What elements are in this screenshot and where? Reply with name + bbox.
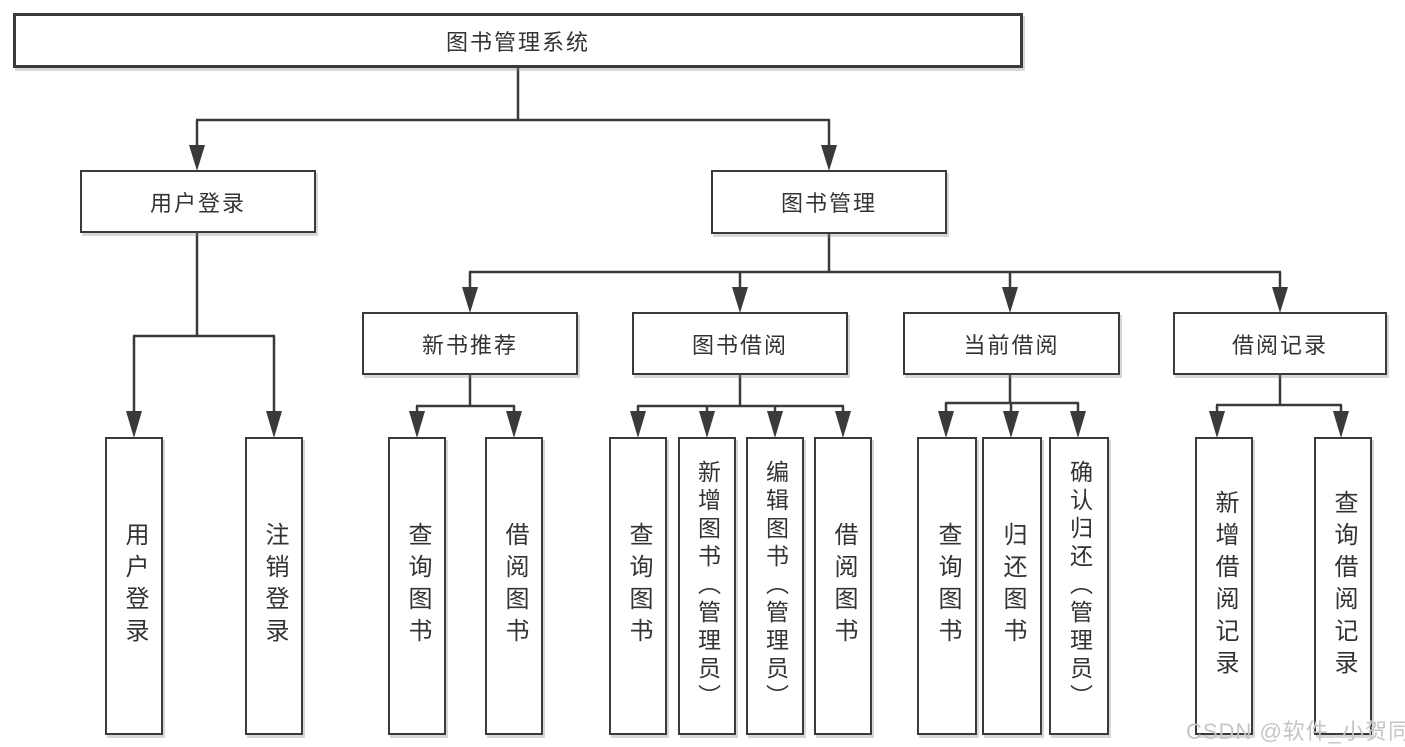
leaf-logout: 注销登录 — [245, 437, 303, 735]
leaf-edit-book-admin: 编辑图书（管理员） — [746, 437, 804, 735]
leaf-label: 注销登录 — [261, 522, 288, 650]
node-book-management: 图书管理 — [711, 170, 947, 234]
leaf-label: 查询图书 — [404, 522, 431, 650]
node-label: 当前借阅 — [963, 332, 1060, 358]
leaf-confirm-return-admin: 确认归还（管理员） — [1049, 437, 1109, 735]
connector-root — [189, 68, 837, 171]
leaf-query-borrow-record: 查询借阅记录 — [1314, 437, 1372, 735]
leaf-label: 借阅图书 — [501, 522, 528, 650]
node-label: 图书管理 — [780, 191, 877, 216]
node-label: 新书推荐 — [421, 332, 518, 358]
node-current-borrow: 当前借阅 — [903, 312, 1120, 375]
connector-book-borrow — [630, 375, 851, 438]
node-label: 图书借阅 — [691, 332, 788, 358]
leaf-add-book-admin: 新增图书（管理员） — [678, 437, 736, 735]
leaf-label: 新增借阅记录 — [1211, 490, 1238, 682]
node-borrow-records: 借阅记录 — [1173, 312, 1387, 375]
leaf-query-books-borrow: 查询图书 — [609, 437, 667, 735]
connector-book-mgmt — [462, 234, 1288, 313]
leaf-add-borrow-record: 新增借阅记录 — [1195, 437, 1253, 735]
leaf-label: 归还图书 — [999, 522, 1026, 650]
node-label: 借阅记录 — [1231, 332, 1328, 358]
node-label: 图书管理系统 — [445, 29, 590, 55]
leaf-label: 用户登录 — [121, 522, 148, 650]
leaf-borrow-books-recommend: 借阅图书 — [485, 437, 543, 735]
node-new-book-recommend: 新书推荐 — [362, 312, 578, 375]
leaf-return-books: 归还图书 — [982, 437, 1042, 735]
node-label: 用户登录 — [149, 190, 246, 216]
leaf-borrow-books: 借阅图书 — [814, 437, 872, 735]
leaf-label: 查询图书 — [934, 522, 961, 650]
node-book-borrow: 图书借阅 — [632, 312, 848, 375]
leaf-label: 确认归还（管理员） — [1066, 460, 1093, 712]
connector-borrow-records — [1209, 375, 1349, 438]
leaf-query-books-current: 查询图书 — [917, 437, 977, 735]
node-user-login: 用户登录 — [80, 170, 316, 233]
leaf-label: 借阅图书 — [830, 522, 857, 650]
node-library-management-system: 图书管理系统 — [13, 13, 1023, 68]
connector-new-book — [409, 375, 522, 438]
leaf-label: 查询图书 — [625, 522, 652, 650]
leaf-label: 编辑图书（管理员） — [762, 460, 789, 712]
connector-user-login — [126, 233, 282, 438]
leaf-label: 查询借阅记录 — [1330, 490, 1357, 682]
connector-current-borrow — [938, 375, 1086, 438]
leaf-query-books-recommend: 查询图书 — [388, 437, 446, 735]
csdn-watermark: CSDN @软件_小贺同学 — [1186, 719, 1405, 744]
leaf-user-login: 用户登录 — [105, 437, 163, 735]
leaf-label: 新增图书（管理员） — [694, 460, 721, 712]
